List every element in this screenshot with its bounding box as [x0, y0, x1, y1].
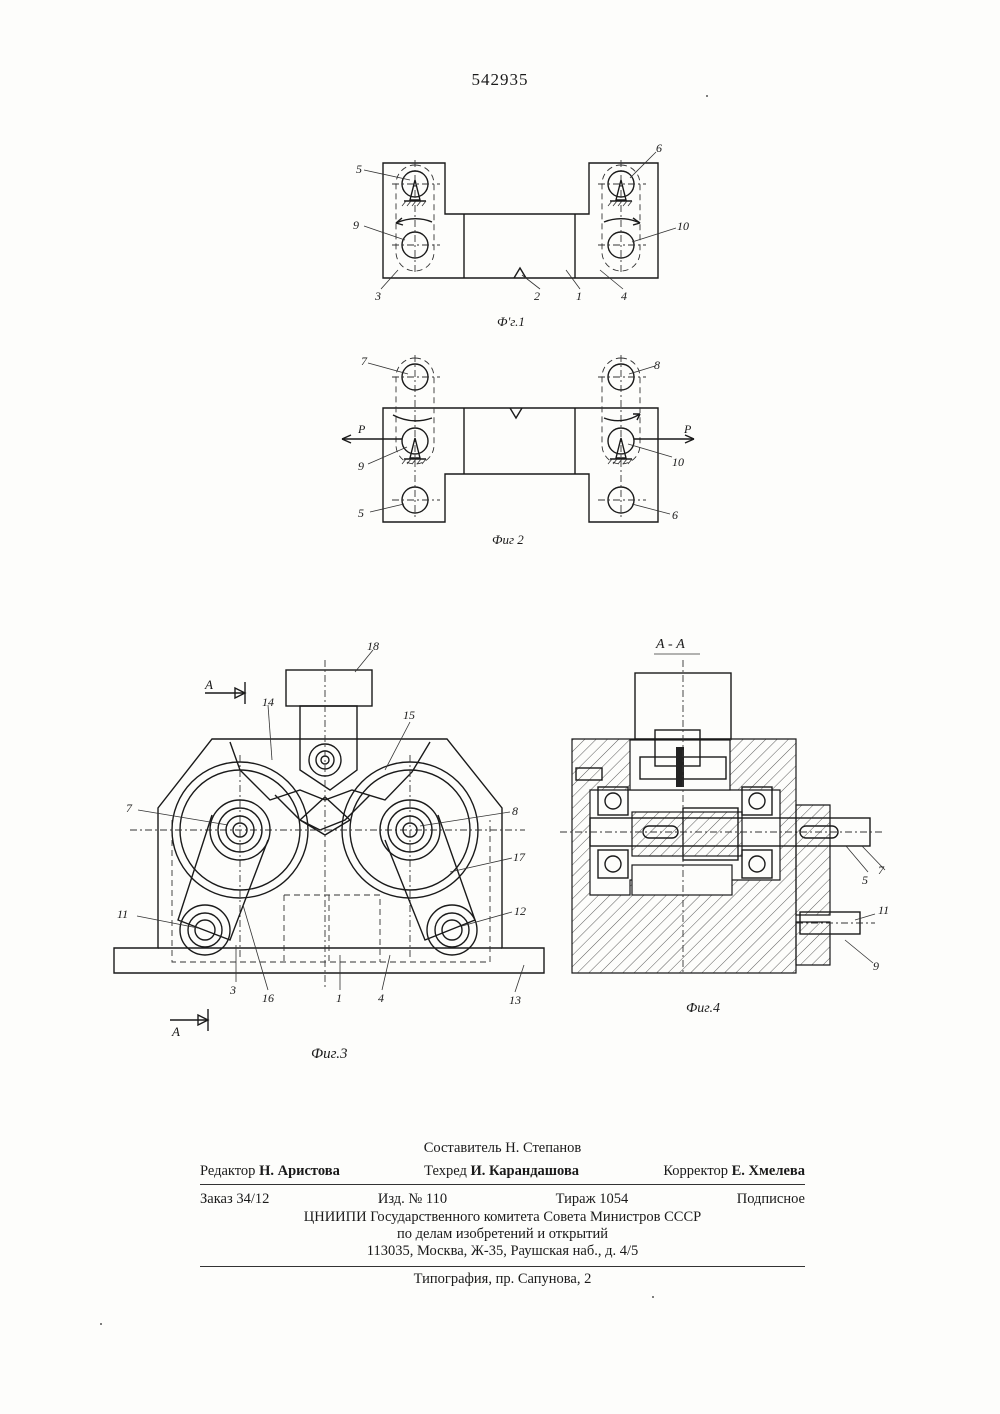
fig3-label-12: 12: [514, 904, 526, 918]
fig3-caption: Фиг.3: [311, 1046, 347, 1062]
fig3-label-16: 16: [262, 991, 274, 1005]
technical-drawings: 5 9 3 2 1 4 10 6 Ф'г.1: [0, 0, 1000, 1100]
fig3-label-11: 11: [117, 907, 128, 921]
subscription-note: Подписное: [737, 1189, 805, 1209]
fig1-label-10: 10: [677, 219, 689, 233]
fig4-caption: Фиг.4: [686, 1001, 720, 1016]
figure-1: 5 9 3 2 1 4 10 6 Ф'г.1: [353, 141, 689, 329]
printer-line: Типография, пр. Сапунова, 2: [200, 1271, 805, 1288]
figure-2: 7 8 P P 9 10 5 6 Фиг 2: [342, 354, 694, 547]
fig1-label-2: 2: [534, 289, 540, 303]
fig1-caption: Ф'г.1: [497, 314, 525, 329]
figure-4: А - А: [560, 637, 889, 1016]
fig2-label-8: 8: [654, 358, 660, 372]
fig1-label-6: 6: [656, 141, 662, 155]
fig3-label-7: 7: [126, 801, 133, 815]
fig4-label-9: 9: [873, 959, 879, 973]
print-run: Тираж 1054: [556, 1189, 629, 1209]
corrector-credit: Корректор Е. Хмелева: [663, 1161, 805, 1181]
fig3-label-13: 13: [509, 993, 521, 1007]
order-number: Заказ 34/12: [200, 1189, 269, 1209]
organization-line-2: по делам изобретений и открытий: [200, 1226, 805, 1243]
fig3-section-mark-top: A: [204, 677, 213, 692]
imprint-divider-top: [200, 1184, 805, 1185]
fig3-label-1: 1: [336, 991, 342, 1005]
fig2-label-5: 5: [358, 506, 364, 520]
fig4-label-11: 11: [878, 903, 889, 917]
fig2-label-10: 10: [672, 455, 684, 469]
organization-line-1: ЦНИИПИ Государственного комитета Совета …: [200, 1209, 805, 1226]
fig4-label-5: 5: [862, 873, 868, 887]
fig2-label-7: 7: [361, 354, 368, 368]
fig3-section-mark-bottom: A: [171, 1024, 180, 1039]
imprint-divider-bottom: [200, 1266, 805, 1267]
fig1-label-5: 5: [356, 162, 362, 176]
fig3-label-3: 3: [229, 983, 236, 997]
fig4-section-title: А - А: [655, 637, 685, 652]
fig1-label-4: 4: [621, 289, 627, 303]
techred-credit: Техред И. Карандашова: [424, 1161, 579, 1181]
scan-speck: [652, 1296, 654, 1298]
figure-3: A A 18 14 15 7 8 17 11 12 3 16 1 4 13 Фи…: [114, 639, 544, 1062]
fig3-label-4: 4: [378, 991, 384, 1005]
fig3-label-8: 8: [512, 804, 518, 818]
fig1-label-3: 3: [374, 289, 381, 303]
compiler-line: Составитель Н. Степанов: [200, 1140, 805, 1157]
fig2-label-6: 6: [672, 508, 678, 522]
fig2-caption: Фиг 2: [492, 532, 524, 547]
fig1-label-9: 9: [353, 218, 359, 232]
fig3-label-18: 18: [367, 639, 379, 653]
fig2-label-9: 9: [358, 459, 364, 473]
scan-speck: [100, 1323, 102, 1325]
fig3-label-17: 17: [513, 850, 526, 864]
fig4-label-7: 7: [878, 863, 885, 877]
fig2-label-p-right: P: [683, 422, 692, 436]
organization-address: 113035, Москва, Ж-35, Раушская наб., д. …: [200, 1243, 805, 1260]
order-row: Заказ 34/12 Изд. № 110 Тираж 1054 Подпис…: [200, 1189, 805, 1209]
fig3-label-15: 15: [403, 708, 415, 722]
fig1-label-1: 1: [576, 289, 582, 303]
edition-number: Изд. № 110: [378, 1189, 447, 1209]
editor-credit: Редактор Н. Аристова: [200, 1161, 340, 1181]
fig3-label-14: 14: [262, 695, 274, 709]
scan-speck: [706, 95, 708, 97]
fig2-label-p-left: P: [357, 422, 366, 436]
imprint-block: Составитель Н. Степанов Редактор Н. Арис…: [200, 1140, 805, 1288]
credits-row: Редактор Н. Аристова Техред И. Карандашо…: [200, 1161, 805, 1181]
